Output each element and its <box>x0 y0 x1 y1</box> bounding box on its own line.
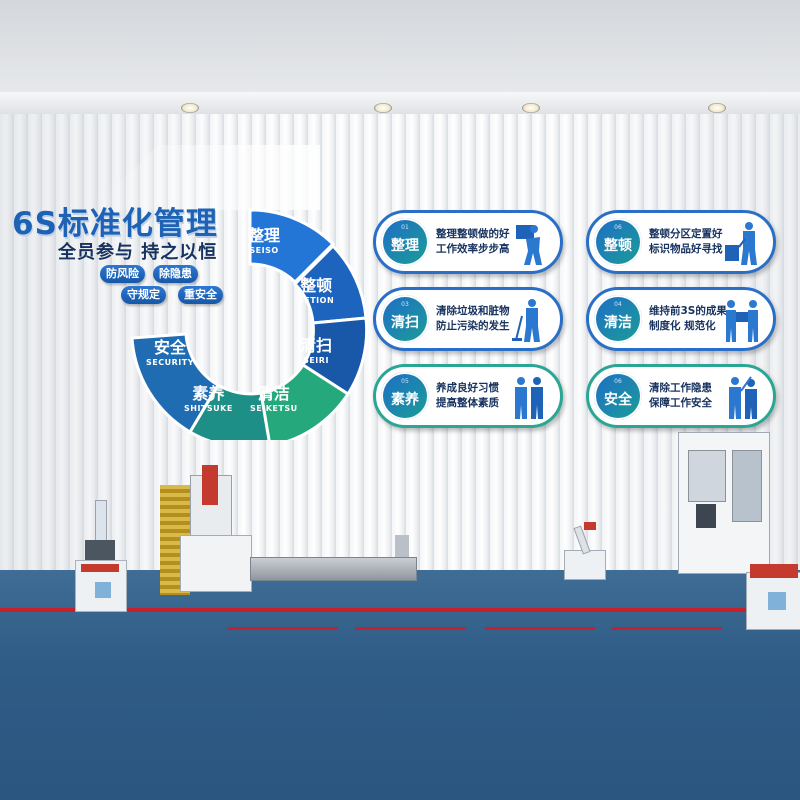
wall-subtitle: 全员参与 持之以恒 <box>58 242 218 263</box>
person-pulling-cart-icon <box>725 222 757 265</box>
card-line: 标识物品好寻找 <box>649 243 723 255</box>
floor-safety-dash <box>612 627 722 630</box>
card-seiketsu: 04 清洁 维持前3S的成果制度化 规范化 <box>586 287 776 351</box>
tag-badge: 除隐患 <box>153 265 198 283</box>
card-title: 清洁 <box>604 315 632 331</box>
floor-safety-dash <box>355 627 465 630</box>
cnc-machine-center <box>678 432 800 632</box>
card-number: 06 <box>614 378 622 385</box>
card-title: 安全 <box>604 392 632 408</box>
ceiling-cornice <box>0 92 800 115</box>
card-number: 03 <box>401 301 409 308</box>
card-description: 整顿分区定置好标识物品好寻找 <box>649 227 739 257</box>
card-line: 防止污染的发生 <box>436 320 510 332</box>
card-number: 04 <box>614 301 622 308</box>
card-badge: 06 安全 <box>594 372 642 420</box>
card-line: 保障工作安全 <box>649 397 712 409</box>
card-description: 清除垃圾和脏物防止污染的发生 <box>436 304 526 334</box>
people-carrying-icon <box>726 300 758 342</box>
card-badge: 06 整顿 <box>594 218 642 266</box>
ceiling-light-icon <box>708 103 726 113</box>
card-seiri: 01 整理 整理整顿做的好工作效率步步高 <box>373 210 563 274</box>
card-seiso: 03 清扫 清除垃圾和脏物防止污染的发生 <box>373 287 563 351</box>
card-description: 整理整顿做的好工作效率步步高 <box>436 227 526 257</box>
card-number: 06 <box>614 224 622 231</box>
floor-safety-line <box>0 608 800 612</box>
card-badge: 05 素养 <box>381 372 429 420</box>
card-badge: 01 整理 <box>381 218 429 266</box>
ceiling-light-icon <box>522 103 540 113</box>
tag-badge: 守规定 <box>121 286 166 304</box>
card-line: 养成良好习惯 <box>436 382 499 394</box>
wheel-segment-security <box>130 332 221 435</box>
person-carrying-box-icon <box>516 225 542 265</box>
tag-badge: 重安全 <box>178 286 223 304</box>
card-title: 整顿 <box>604 238 632 254</box>
card-description: 清除工作隐患保障工作安全 <box>649 381 739 411</box>
card-line: 清除工作隐患 <box>649 382 712 394</box>
card-number: 05 <box>401 378 409 385</box>
card-title: 整理 <box>391 238 419 254</box>
card-description: 维持前3S的成果制度化 规范化 <box>649 304 739 334</box>
card-line: 清除垃圾和脏物 <box>436 305 510 317</box>
card-description: 养成良好习惯提高整体素质 <box>436 381 526 411</box>
card-line: 维持前3S的成果 <box>649 305 727 317</box>
small-robot-cell <box>560 520 608 580</box>
card-seiton: 06 整顿 整顿分区定置好标识物品好寻找 <box>586 210 776 274</box>
ceiling <box>0 0 800 92</box>
small-press-machine <box>75 500 127 612</box>
card-line: 提高整体素质 <box>436 397 499 409</box>
card-line: 整顿分区定置好 <box>649 228 723 240</box>
card-badge: 03 清扫 <box>381 295 429 343</box>
card-line: 工作效率步步高 <box>436 243 510 255</box>
cnc-gantry-machine <box>160 465 420 600</box>
card-title: 素养 <box>391 392 419 408</box>
two-workers-icon <box>515 377 543 419</box>
person-sweeping-icon <box>512 299 540 342</box>
wheel-graphic <box>130 208 369 450</box>
card-number: 01 <box>401 224 409 231</box>
wall-title: 6S标准化管理 <box>12 206 218 242</box>
card-safety: 06 安全 清除工作隐患保障工作安全 <box>586 364 776 428</box>
tag-badge: 防风险 <box>100 265 145 283</box>
card-shitsuke: 05 素养 养成良好习惯提高整体素质 <box>373 364 563 428</box>
card-title: 清扫 <box>391 315 419 331</box>
floor-safety-dash <box>485 627 595 630</box>
floor-safety-dash <box>228 627 338 630</box>
card-line: 制度化 规范化 <box>649 320 716 332</box>
workers-pointing-icon <box>729 376 757 419</box>
ceiling-light-icon <box>374 103 392 113</box>
card-line: 整理整顿做的好 <box>436 228 510 240</box>
ceiling-light-icon <box>181 103 199 113</box>
card-badge: 04 清洁 <box>594 295 642 343</box>
